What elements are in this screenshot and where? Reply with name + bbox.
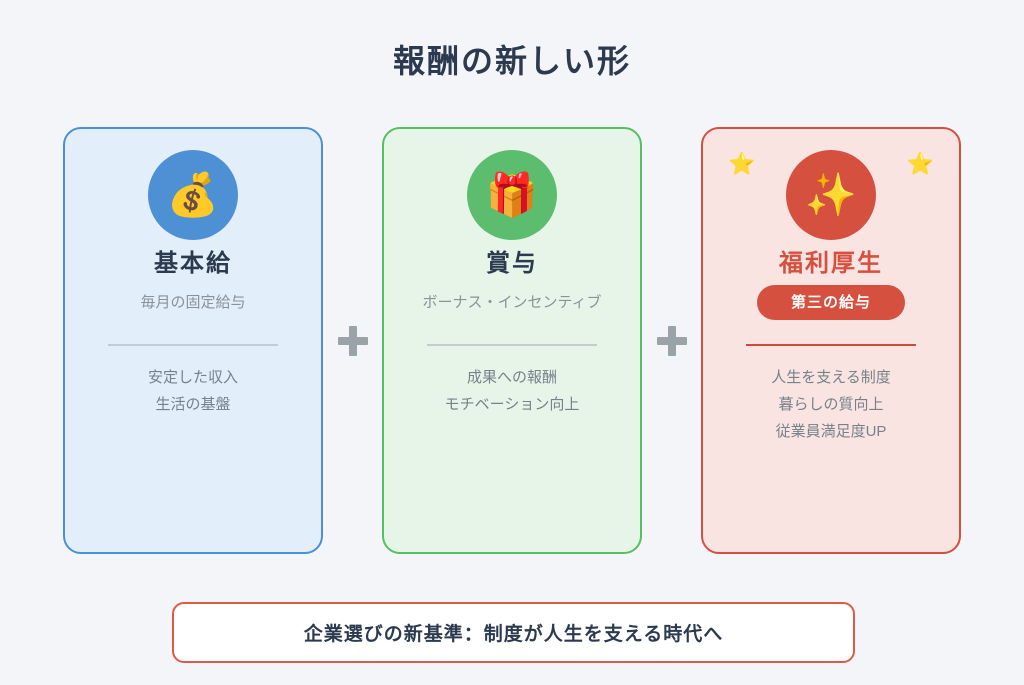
list-item: 成果への報酬 (466, 369, 557, 386)
page-title: 報酬の新しい形 (392, 43, 631, 79)
money-bag-icon: 💰 (148, 150, 238, 240)
sparkles-icon: ✨ (786, 150, 876, 240)
plus-icon (656, 325, 687, 356)
card-title-bonus: 賞与 (486, 250, 538, 277)
list-item: モチベーション向上 (444, 396, 580, 413)
third-salary-badge: 第三の給与 (756, 285, 905, 320)
card-base-salary: 💰 基本給 毎月の固定給与 安定した収入 生活の基盤 (63, 127, 323, 554)
divider (746, 344, 916, 346)
list-item: 従業員満足度UP (775, 423, 887, 440)
plus-icon (337, 325, 368, 356)
plus-separator (323, 127, 382, 554)
star-icon: ⭐ (906, 151, 934, 176)
list-item: 暮らしの質向上 (778, 396, 884, 413)
list-item: 安定した収入 (147, 369, 238, 386)
divider (108, 344, 278, 346)
footer-banner: 企業選びの新基準：制度が人生を支える時代へ (172, 602, 855, 663)
list-item: 生活の基盤 (155, 396, 231, 413)
card-benefits: ⭐ ⭐ ✨ 福利厚生 第三の給与 人生を支える制度 暮らしの質向上 従業員満足度… (701, 127, 961, 554)
card-title-benefits: 福利厚生 (779, 250, 883, 277)
star-icon: ⭐ (728, 151, 756, 176)
card-items-bonus: 成果への報酬 モチベーション向上 (384, 364, 640, 418)
card-subtitle-bonus: ボーナス・インセンティブ (422, 294, 602, 311)
cards-row: 💰 基本給 毎月の固定給与 安定した収入 生活の基盤 🎁 賞与 ボーナス・インセ… (0, 127, 1024, 554)
list-item: 人生を支える制度 (771, 369, 891, 386)
gift-icon: 🎁 (467, 150, 557, 240)
plus-separator (642, 127, 701, 554)
card-items-base-salary: 安定した収入 生活の基盤 (65, 364, 321, 418)
badge-wrap: 第三の給与 (703, 285, 959, 320)
card-subtitle-base-salary: 毎月の固定給与 (140, 294, 246, 311)
card-bonus: 🎁 賞与 ボーナス・インセンティブ 成果への報酬 モチベーション向上 (382, 127, 642, 554)
footer-text: 企業選びの新基準：制度が人生を支える時代へ (303, 624, 724, 645)
divider (427, 344, 597, 346)
card-title-base-salary: 基本給 (154, 250, 232, 277)
card-items-benefits: 人生を支える制度 暮らしの質向上 従業員満足度UP (703, 364, 959, 445)
